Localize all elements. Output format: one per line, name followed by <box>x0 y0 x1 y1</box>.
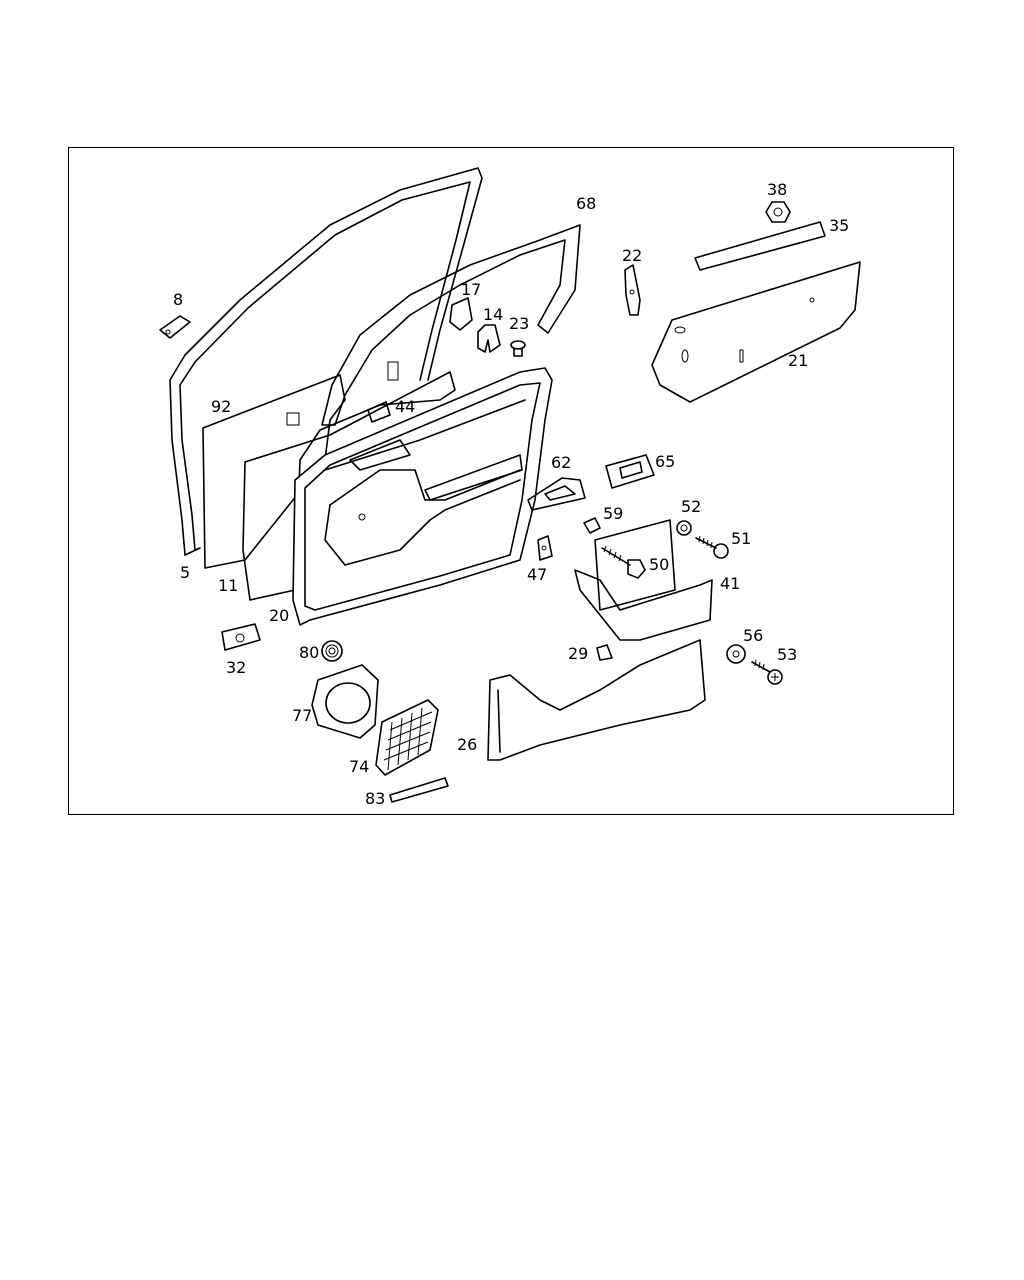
callout-47: 47 <box>527 565 547 584</box>
part-clip-32 <box>221 623 261 651</box>
part-pocket-41 <box>574 519 713 641</box>
callout-74: 74 <box>349 757 369 776</box>
part-screw-53 <box>751 659 783 685</box>
callout-23: 23 <box>509 314 529 333</box>
part-switch-65 <box>605 454 655 489</box>
callout-50: 50 <box>649 555 669 574</box>
part-foil <box>202 374 346 569</box>
part-rivet-23 <box>510 340 526 357</box>
callout-38: 38 <box>767 180 787 199</box>
part-speaker-grille-74 <box>375 699 439 776</box>
part-strip-35 <box>694 221 826 271</box>
part-washer-56 <box>726 644 746 664</box>
part-clip-44 <box>367 401 391 423</box>
part-clip-8 <box>159 315 191 339</box>
part-insulation <box>242 361 456 601</box>
callout-22: 22 <box>622 246 642 265</box>
callout-92: 92 <box>211 397 231 416</box>
callout-26: 26 <box>457 735 477 754</box>
callout-35: 35 <box>829 216 849 235</box>
part-door-seal <box>169 167 483 556</box>
callout-14: 14 <box>483 305 503 324</box>
callout-77: 77 <box>292 706 312 725</box>
part-clip-17 <box>449 297 473 331</box>
diagram-frame <box>68 147 954 815</box>
part-clip-29 <box>596 644 613 661</box>
part-bracket-22 <box>624 264 641 316</box>
callout-62: 62 <box>551 453 571 472</box>
callout-83: 83 <box>365 789 385 808</box>
callout-29: 29 <box>568 644 588 663</box>
callout-68: 68 <box>576 194 596 213</box>
callout-44: 44 <box>395 397 415 416</box>
callout-51: 51 <box>731 529 751 548</box>
callout-labels: 38 35 68 22 8 17 14 23 21 92 44 62 65 52… <box>173 180 849 808</box>
callout-52: 52 <box>681 497 701 516</box>
callout-65: 65 <box>655 452 675 471</box>
part-screw-51 <box>695 535 729 559</box>
part-panel-21 <box>651 261 861 403</box>
callout-21: 21 <box>788 351 808 370</box>
callout-53: 53 <box>777 645 797 664</box>
part-door-trim-panel <box>292 367 553 626</box>
callout-59: 59 <box>603 504 623 523</box>
part-cap-38 <box>765 201 791 223</box>
callout-5: 5 <box>180 563 190 582</box>
part-bolt-50 <box>601 545 646 579</box>
part-clip-59 <box>583 517 601 534</box>
callout-20: 20 <box>269 606 289 625</box>
callout-56: 56 <box>743 626 763 645</box>
part-map-pocket-26 <box>487 639 706 761</box>
part-trim-62 <box>527 477 586 511</box>
part-washer-52 <box>676 520 692 536</box>
callout-80: 80 <box>299 643 319 662</box>
part-window-channel <box>321 224 581 426</box>
callout-17: 17 <box>461 280 481 299</box>
part-speaker-frame-77 <box>311 664 379 739</box>
callout-8: 8 <box>173 290 183 309</box>
part-strip-83 <box>389 777 449 803</box>
callout-11: 11 <box>218 576 238 595</box>
part-grommet-80 <box>321 640 343 662</box>
part-clip-14 <box>477 324 501 353</box>
part-clip-47 <box>537 535 553 561</box>
callout-41: 41 <box>720 574 740 593</box>
callout-32: 32 <box>226 658 246 677</box>
